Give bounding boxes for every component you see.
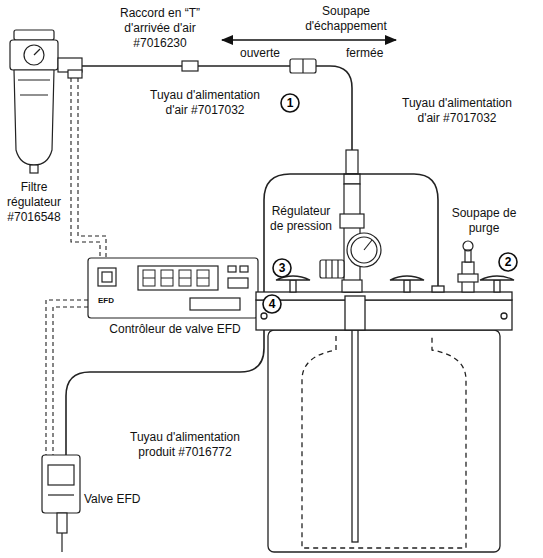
reservoir-jar <box>268 330 500 552</box>
dispense-tip <box>61 533 62 552</box>
regulator-nut <box>342 280 362 292</box>
purge-valve <box>458 241 478 292</box>
controller-led <box>240 266 248 272</box>
quick-coupler <box>346 150 358 174</box>
filter-gauge <box>24 45 44 65</box>
tee-fitting <box>58 58 82 78</box>
purge-nut <box>458 274 478 282</box>
exhaust-valve <box>290 59 316 73</box>
quick-coupler <box>182 61 198 71</box>
dispense-valve <box>42 455 80 552</box>
valve-cable <box>46 300 88 455</box>
knob-grip <box>337 260 338 278</box>
regulator-nut <box>340 214 364 228</box>
air-line-dashed <box>78 78 106 258</box>
filter-cap <box>14 30 54 40</box>
exhaust-valve-detail <box>302 59 303 73</box>
part-label: Raccord en “T” d'arrivée d'air #7016230 <box>110 6 210 51</box>
knob-grip <box>325 260 326 278</box>
reservoir <box>256 276 514 552</box>
callout-circle <box>499 253 517 271</box>
callout-number: 1 <box>281 94 299 112</box>
clamp-knob <box>480 276 514 280</box>
outlet-nut <box>432 286 444 292</box>
air-line-dashed <box>71 78 100 258</box>
clamp-knob <box>390 276 424 280</box>
lid-bolt <box>501 313 507 319</box>
bowl-detail <box>18 80 50 95</box>
pressure-gauge <box>347 233 381 267</box>
part-label: Soupape de purge <box>446 206 522 236</box>
controller-panel <box>190 298 240 310</box>
part-label: Soupape d'échappement <box>300 4 392 34</box>
inner-bottle <box>302 336 466 548</box>
dip-tube <box>352 330 358 542</box>
valve-controller <box>88 258 258 318</box>
callout-circle <box>273 259 291 277</box>
callout-number: 3 <box>273 259 291 277</box>
part-label: Tuyau d'alimentation d'air #7017032 <box>392 96 522 126</box>
gauge-needle <box>364 240 372 250</box>
clamp-knob <box>404 280 410 292</box>
purge-ring <box>463 241 473 251</box>
outlet-fitting <box>345 296 365 330</box>
direction-arrow <box>222 39 396 40</box>
pressure-regulator <box>320 184 381 292</box>
gauge-needle <box>34 49 40 55</box>
filter-head <box>10 40 58 70</box>
tee-branch <box>68 70 82 78</box>
controller-switch <box>228 278 248 288</box>
regulator-knob <box>320 260 344 278</box>
air-hose <box>82 66 352 150</box>
callout-number: 4 <box>263 295 281 313</box>
part-label: Valve EFD <box>84 492 140 507</box>
filter-bowl <box>14 70 54 165</box>
callout-circle <box>281 94 299 112</box>
gauge-dial <box>351 237 377 263</box>
controller-housing <box>88 258 258 318</box>
state-label: ouverte <box>240 46 280 61</box>
part-label: Filtre régulateur #7016548 <box>2 180 66 225</box>
brand-mark: EFD <box>98 296 114 306</box>
controller-display <box>138 266 218 290</box>
filter-regulator <box>10 30 58 173</box>
valve-body <box>42 455 80 513</box>
callout-circle <box>263 295 281 313</box>
part-label: Régulateur de pression <box>264 204 338 234</box>
reservoir-lid <box>256 300 512 330</box>
knob-grip <box>331 260 332 278</box>
controller-button <box>102 272 112 282</box>
controller-button <box>98 268 116 286</box>
purge-stem <box>465 250 471 262</box>
callout-circle <box>263 94 517 313</box>
lid-bolt <box>261 313 267 319</box>
coupler-nut <box>344 174 360 184</box>
filter-drain <box>30 165 38 173</box>
part-label: Contrôleur de valve EFD <box>90 322 260 337</box>
lid-plate <box>256 292 512 300</box>
display-digits <box>143 270 209 286</box>
part-label: Tuyau d'alimentation produit #7016772 <box>120 430 250 460</box>
callout-number: 2 <box>499 253 517 271</box>
valve-nozzle <box>57 513 67 533</box>
clamp-knob <box>290 280 296 292</box>
valve-detail <box>48 494 74 495</box>
valve-detail <box>48 465 74 485</box>
controller-led <box>228 266 236 272</box>
part-label: Tuyau d'alimentation d'air #7017032 <box>140 88 270 118</box>
clamp-knob <box>494 280 500 292</box>
state-label: fermée <box>346 46 383 61</box>
